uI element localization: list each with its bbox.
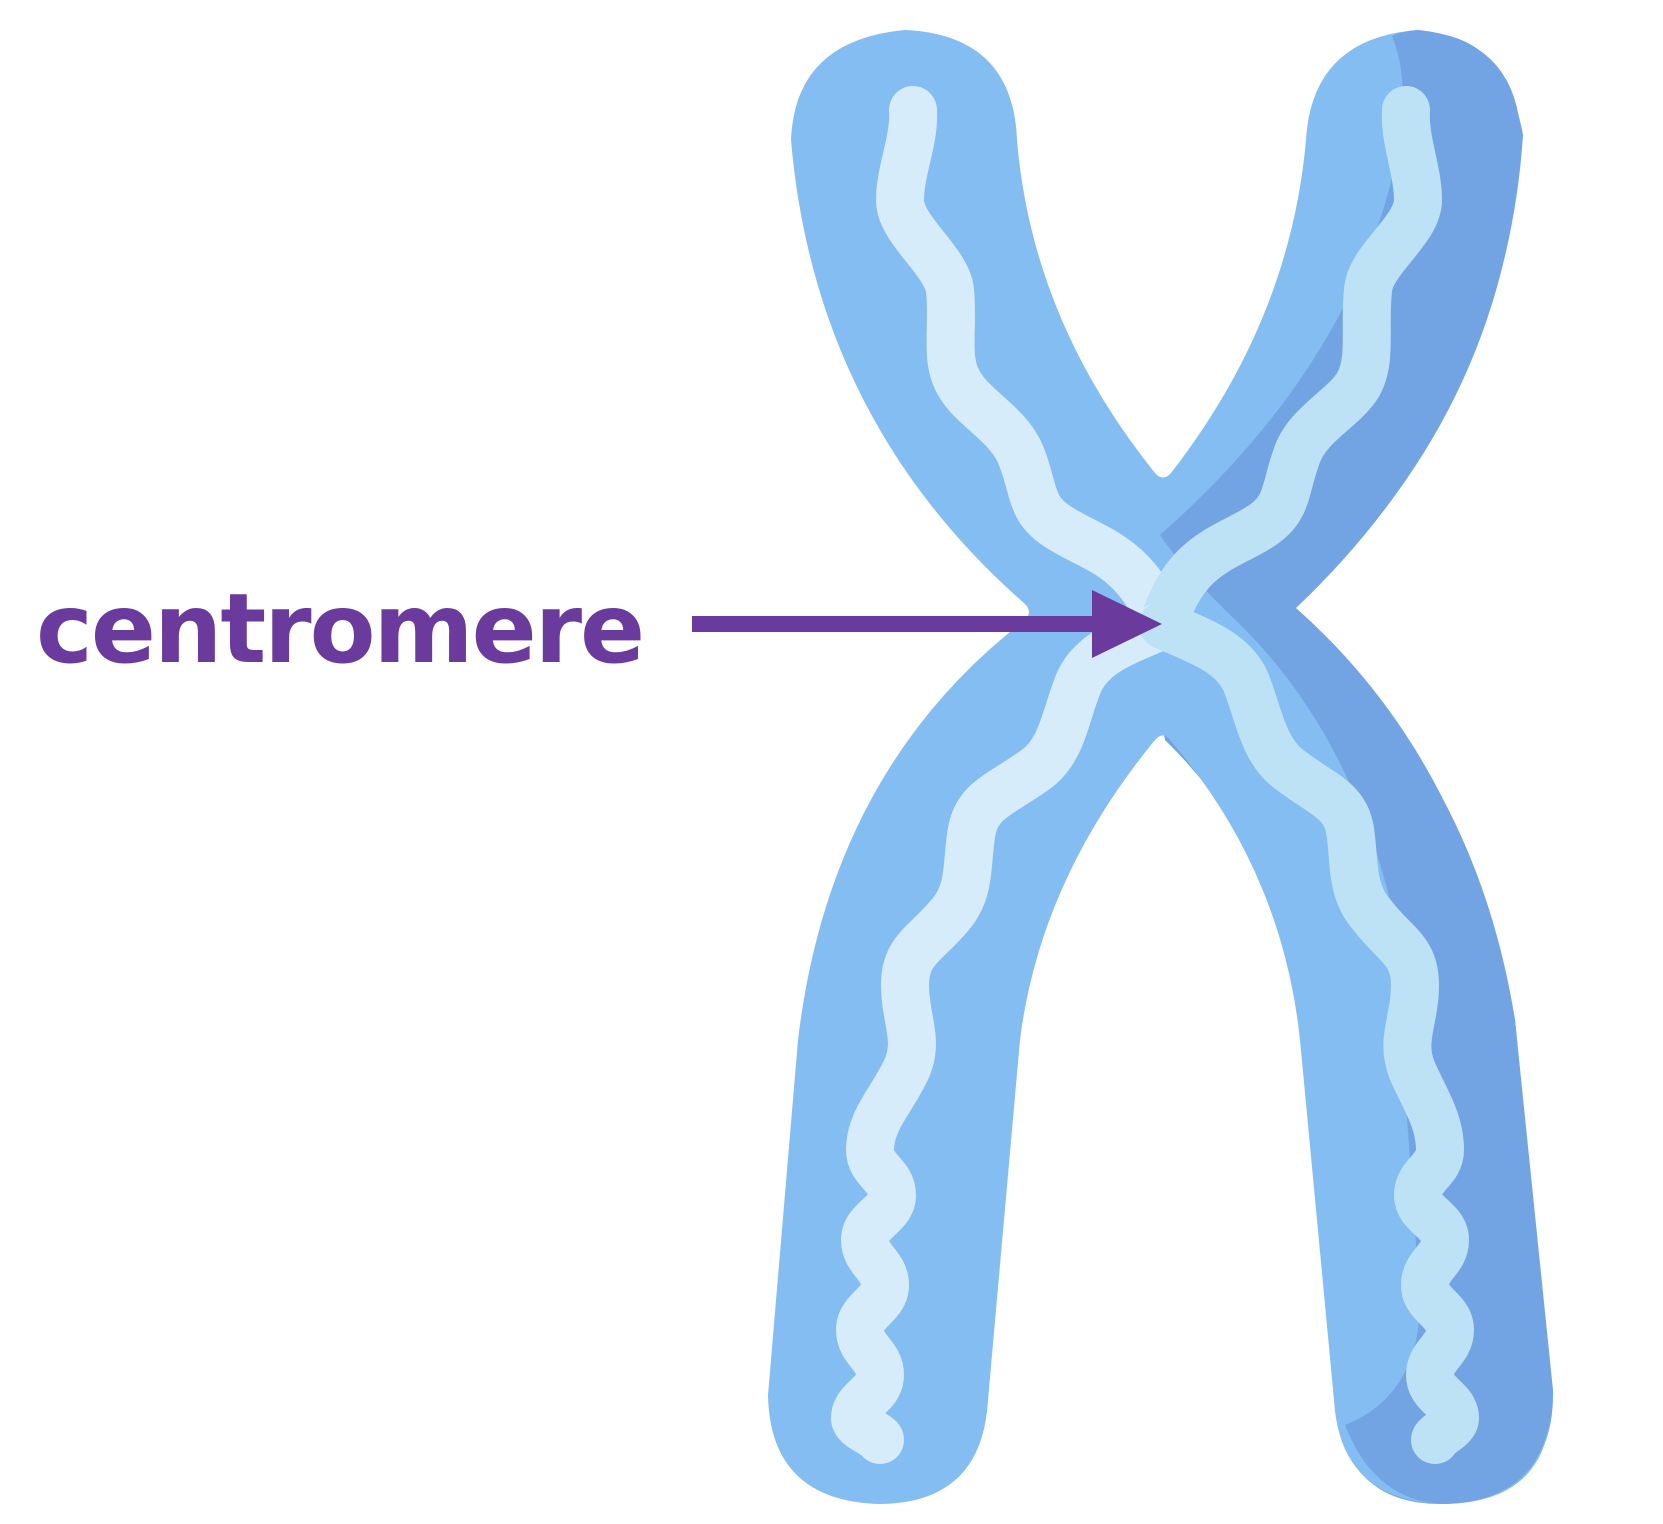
dna-strands (831, 86, 1479, 1464)
centromere-label: centromere (36, 573, 643, 685)
dna-strand-left-bottom (831, 601, 1187, 1464)
arrow-head (1092, 590, 1162, 658)
dna-strand-left-top (876, 86, 1187, 649)
chromosome-icon (768, 30, 1554, 1505)
dna-strand-right-top (1139, 86, 1442, 649)
dna-strand-right-bottom (1139, 601, 1479, 1464)
arrow-right-icon (692, 590, 1162, 658)
